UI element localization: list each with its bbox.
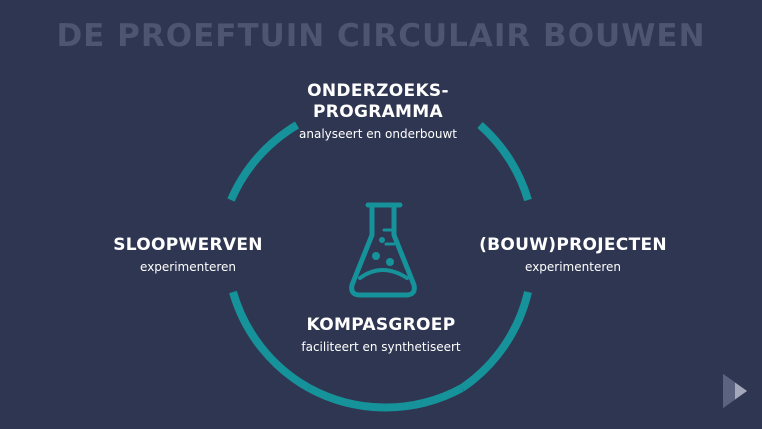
node-onderzoeksprogramma: ONDERZOEKS- PROGRAMMA analyseert en onde… (258, 81, 498, 142)
ring-arc-bottom-left (229, 290, 311, 392)
node-bottom-head: KOMPASGROEP (306, 315, 456, 335)
ring-arc-bottom-right (459, 291, 532, 392)
node-kompasgroep: KOMPASGROEP faciliteert en synthetiseert (261, 315, 501, 355)
ring-arc-top-left (227, 121, 300, 202)
brand-logo-icon (723, 374, 747, 408)
node-right-head: (BOUW)PROJECTEN (479, 235, 667, 255)
ring-arc-bottom (307, 384, 464, 412)
ring-arc-top-right (477, 121, 532, 202)
node-top-sub: analyseert en onderbouwt (299, 127, 457, 141)
node-right-sub: experimenteren (525, 260, 621, 274)
flask-icon (349, 202, 417, 298)
flask-bubbles (372, 237, 394, 266)
node-left-head: SLOOPWERVEN (113, 235, 263, 255)
node-left-sub: experimenteren (140, 260, 236, 274)
node-top-head-line1: ONDERZOEKS- (307, 81, 449, 101)
node-top-head-line2: PROGRAMMA (313, 102, 443, 122)
node-bottom-sub: faciliteert en synthetiseert (301, 340, 461, 354)
node-bouwprojecten: (BOUW)PROJECTEN experimenteren (453, 235, 693, 275)
diagram-title: DE PROEFTUIN CIRCULAIR BOUWEN (56, 18, 706, 54)
node-sloopwerven: SLOOPWERVEN experimenteren (68, 235, 308, 275)
